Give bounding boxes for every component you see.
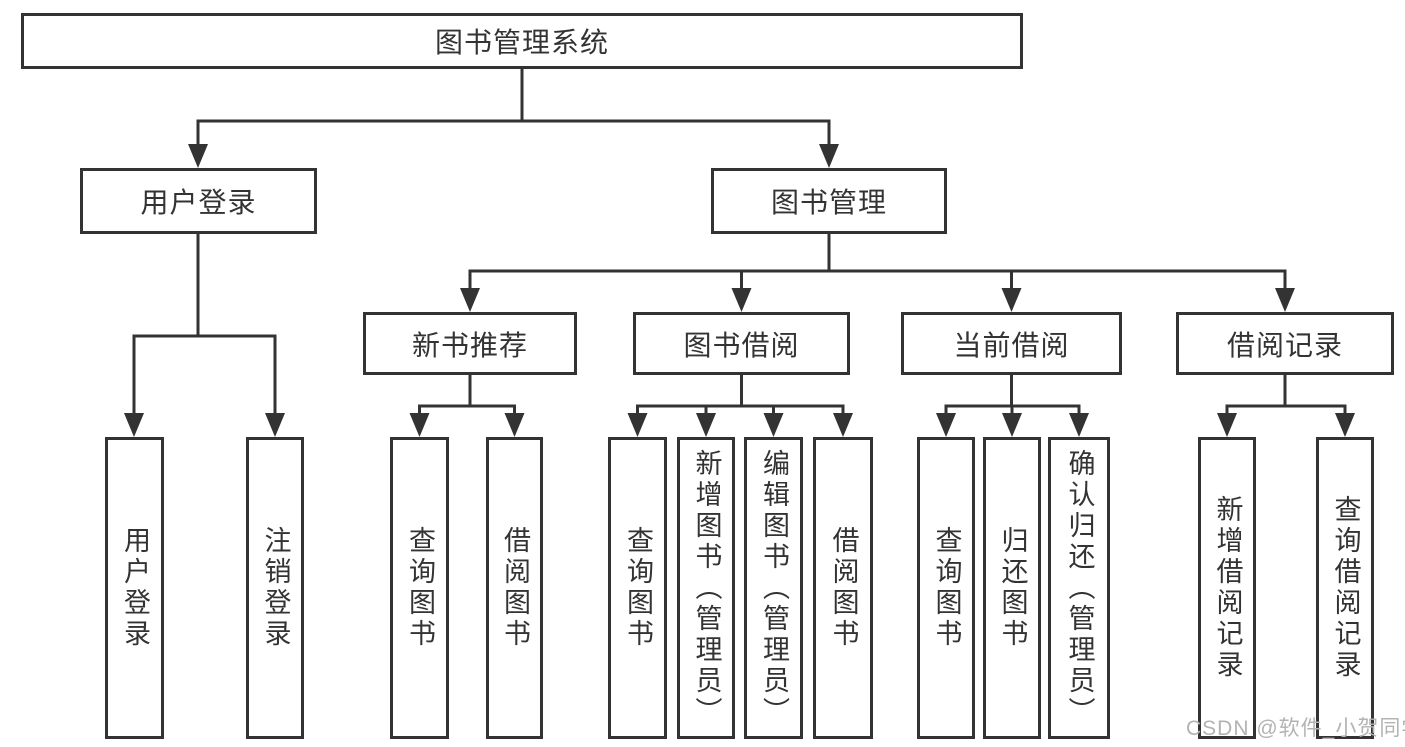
branch-bookmgmt-to-level3: [468, 234, 1287, 292]
csdn-watermark: CSDN @软件_小贺同学: [1186, 717, 1405, 740]
leaf-add-books-admin: 新增图书（管理员）: [677, 437, 735, 739]
leaf-query-books-current: 查询图书: [917, 437, 975, 739]
node-current-borrowing: 当前借阅: [901, 312, 1122, 375]
node-user-login: 用户登录: [80, 168, 317, 234]
branch-current-to-leaves: [944, 375, 1081, 418]
node-book-borrowing: 图书借阅: [633, 312, 850, 375]
branch-root-to-level2: [196, 69, 831, 146]
node-book-management: 图书管理: [711, 168, 947, 234]
leaf-edit-books-admin: 编辑图书（管理员）: [744, 437, 803, 739]
branch-userlogin-to-leaves: [132, 234, 277, 417]
leaf-logout: 注销登录: [246, 437, 304, 739]
branch-recommend-to-leaves: [418, 375, 516, 418]
leaf-query-borrow-record: 查询借阅记录: [1316, 437, 1374, 739]
branch-borrowing-to-leaves: [636, 375, 845, 418]
leaf-confirm-return-admin: 确认归还（管理员）: [1048, 437, 1110, 739]
node-borrowing-records: 借阅记录: [1176, 312, 1394, 375]
branch-records-to-leaves: [1225, 375, 1347, 418]
leaf-return-books: 归还图书: [983, 437, 1041, 739]
leaf-user-login: 用户登录: [105, 437, 164, 739]
node-library-system: 图书管理系统: [21, 13, 1023, 69]
leaf-query-books-recommend: 查询图书: [390, 437, 449, 739]
leaf-borrow-books-recommend: 借阅图书: [486, 437, 543, 739]
leaf-add-borrow-record: 新增借阅记录: [1198, 437, 1256, 739]
leaf-borrow-books: 借阅图书: [813, 437, 873, 739]
leaf-query-books-borrowing: 查询图书: [608, 437, 667, 739]
node-new-book-recommend: 新书推荐: [363, 312, 577, 375]
arrowheads: [124, 144, 1355, 437]
